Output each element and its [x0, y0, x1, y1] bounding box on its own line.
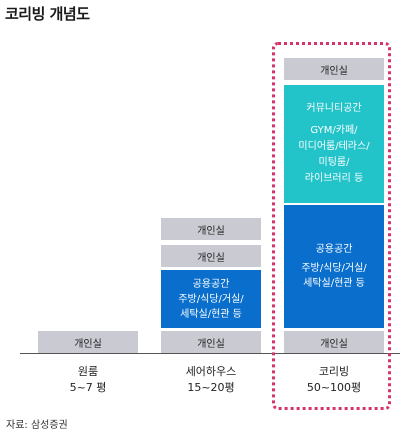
coliving-private-bottom-label: 개인실 [320, 338, 348, 350]
oneroom-size: 5~7 평 [69, 381, 107, 394]
sharehouse-private-top-label: 개인실 [197, 225, 225, 237]
sharehouse-size: 15~20평 [187, 381, 235, 394]
sharehouse-shared-line-1: 공용공간 [192, 278, 230, 290]
oneroom-label: 원룸 5~7 평 [38, 364, 138, 396]
coliving-community-space: 커뮤니티공간 GYM/카페/ 미디어룸/테라스/ 미팅룸/ 라이브러리 등 [284, 85, 384, 203]
coliving-shared-space: 공용공간 주방/식당/거실/ 세탁실/현관 등 [284, 205, 384, 328]
oneroom-private-label: 개인실 [74, 338, 102, 350]
page-title: 코리빙 개념도 [5, 5, 90, 23]
sharehouse-name: 세어하우스 [185, 365, 237, 378]
oneroom-name: 원룸 [77, 365, 99, 378]
sharehouse-private-mid-label: 개인실 [197, 252, 225, 264]
sharehouse-private-room-bottom: 개인실 [161, 331, 261, 353]
oneroom-private-room: 개인실 [38, 331, 138, 353]
coliving-shared-line-2: 주방/식당/거실/ [301, 263, 367, 274]
coliving-highlight-frame [272, 42, 391, 410]
coliving-shared-line-1: 공용공간 [315, 244, 353, 255]
baseline [20, 353, 400, 354]
coliving-private-room-top: 개인실 [284, 58, 384, 80]
coliving-community-line-5: 라이브러리 등 [304, 173, 364, 184]
coliving-name: 코리빙 [318, 365, 350, 378]
coliving-community-line-4: 미팅룸/ [318, 157, 350, 168]
sharehouse-shared-line-3: 세탁실/현관 등 [180, 308, 242, 320]
coliving-community-line-3: 미디어룸/테라스/ [298, 141, 370, 152]
coliving-label: 코리빙 50~100평 [284, 364, 384, 396]
coliving-private-top-label: 개인실 [320, 65, 348, 77]
sharehouse-shared-line-2: 주방/식당/거실/ [178, 293, 244, 305]
coliving-community-line-1: 커뮤니티공간 [306, 103, 362, 114]
sharehouse-label: 세어하우스 15~20평 [161, 364, 261, 396]
coliving-community-line-2: GYM/카페/ [310, 125, 358, 136]
coliving-size: 50~100평 [306, 381, 362, 394]
coliving-private-room-bottom: 개인실 [284, 331, 384, 353]
sharehouse-private-bottom-label: 개인실 [197, 338, 225, 350]
sharehouse-private-room-mid: 개인실 [161, 245, 261, 267]
source-note: 자료: 삼성증권 [6, 420, 68, 431]
sharehouse-private-room-top: 개인실 [161, 218, 261, 240]
coliving-shared-line-3: 세탁실/현관 등 [303, 278, 365, 289]
sharehouse-shared-space: 공용공간 주방/식당/거실/ 세탁실/현관 등 [161, 270, 261, 328]
